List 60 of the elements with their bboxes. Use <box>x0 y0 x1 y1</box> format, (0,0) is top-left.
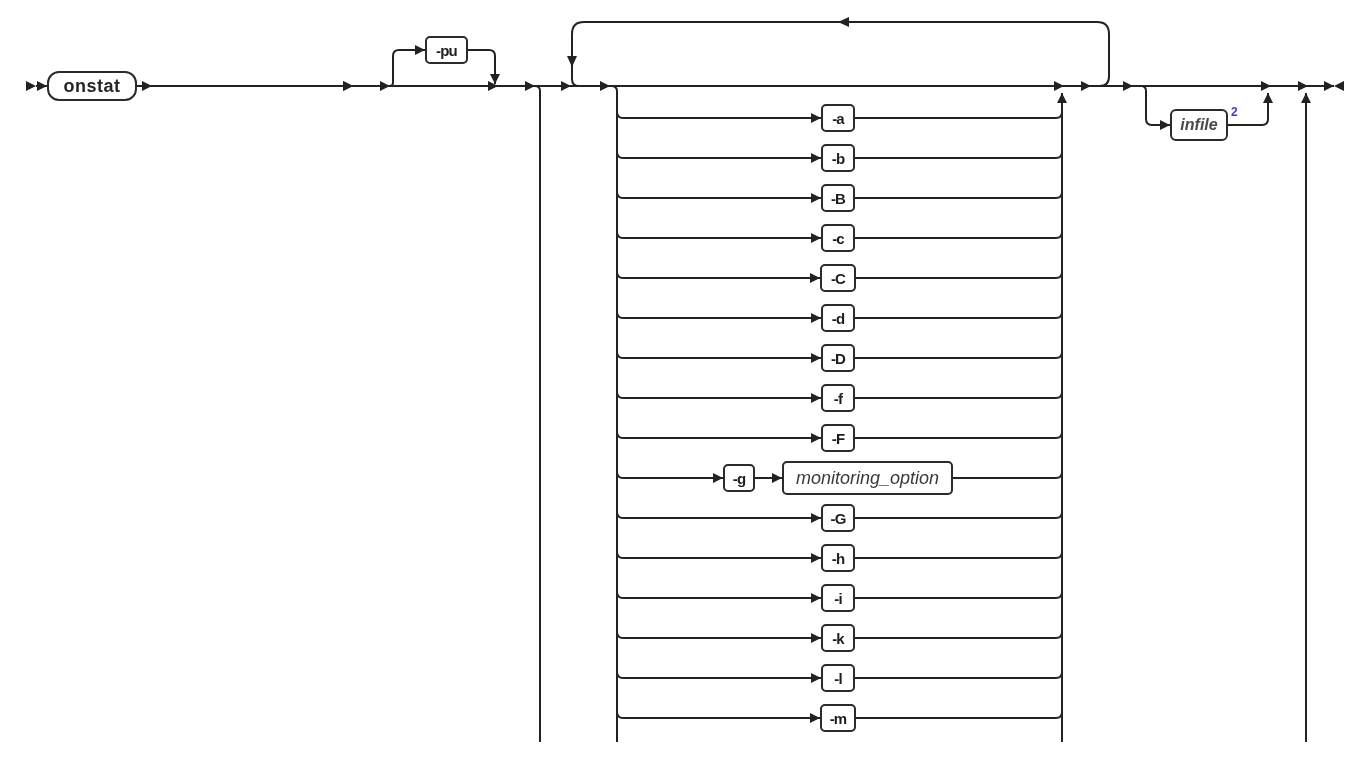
connector-line <box>854 143 1063 159</box>
command-box: onstat <box>47 71 137 101</box>
arrow <box>616 423 822 443</box>
connector-line <box>854 543 1063 559</box>
arrow <box>136 81 354 91</box>
option-box: -d <box>821 304 855 332</box>
connector-line <box>854 303 1063 319</box>
option-box: -G <box>821 504 855 532</box>
arrow <box>616 623 822 643</box>
option-box: -pu <box>425 36 468 64</box>
arrow <box>616 703 821 723</box>
option-box: -b <box>821 144 855 172</box>
connector-line <box>854 583 1063 599</box>
connector-line <box>952 463 1063 479</box>
arrow <box>616 343 822 363</box>
arrow <box>1227 92 1273 126</box>
connector-line <box>854 503 1063 519</box>
arrow <box>616 303 822 323</box>
option-box: -g <box>723 464 755 492</box>
arrow <box>616 583 822 603</box>
connector-line <box>854 383 1063 399</box>
option-box: -D <box>821 344 855 372</box>
arrow <box>616 263 821 283</box>
arrow <box>616 223 822 243</box>
option-box: -B <box>821 184 855 212</box>
connector-line <box>854 103 1063 119</box>
connector-line <box>855 703 1063 719</box>
arrow <box>616 183 822 203</box>
variable-box: infile <box>1170 109 1228 141</box>
arrow <box>616 463 724 483</box>
option-box: -c <box>821 224 855 252</box>
arrow <box>616 143 822 163</box>
option-box: -l <box>821 664 855 692</box>
connector-line <box>854 183 1063 199</box>
arrow <box>616 663 822 683</box>
arrow <box>616 543 822 563</box>
option-box: -h <box>821 544 855 572</box>
option-box: -i <box>821 584 855 612</box>
connector-line <box>854 663 1063 679</box>
arrow <box>1135 85 1171 130</box>
arrow <box>616 503 822 523</box>
connector-line <box>854 623 1063 639</box>
variable-box: monitoring_option <box>782 461 953 495</box>
footnote-mark: 2 <box>1231 106 1238 118</box>
connector-line <box>854 223 1063 239</box>
arrow <box>616 103 822 123</box>
option-box: -f <box>821 384 855 412</box>
arrow <box>467 49 500 85</box>
option-box: -m <box>820 704 856 732</box>
option-box: -a <box>821 104 855 132</box>
option-box: -F <box>821 424 855 452</box>
arrow <box>754 473 783 483</box>
option-box: -C <box>820 264 856 292</box>
arrow <box>385 45 426 87</box>
connector-line <box>854 423 1063 439</box>
option-box: -k <box>821 624 855 652</box>
arrow <box>35 81 48 91</box>
connector-line <box>855 263 1063 279</box>
arrow <box>616 383 822 403</box>
connector-line <box>854 343 1063 359</box>
